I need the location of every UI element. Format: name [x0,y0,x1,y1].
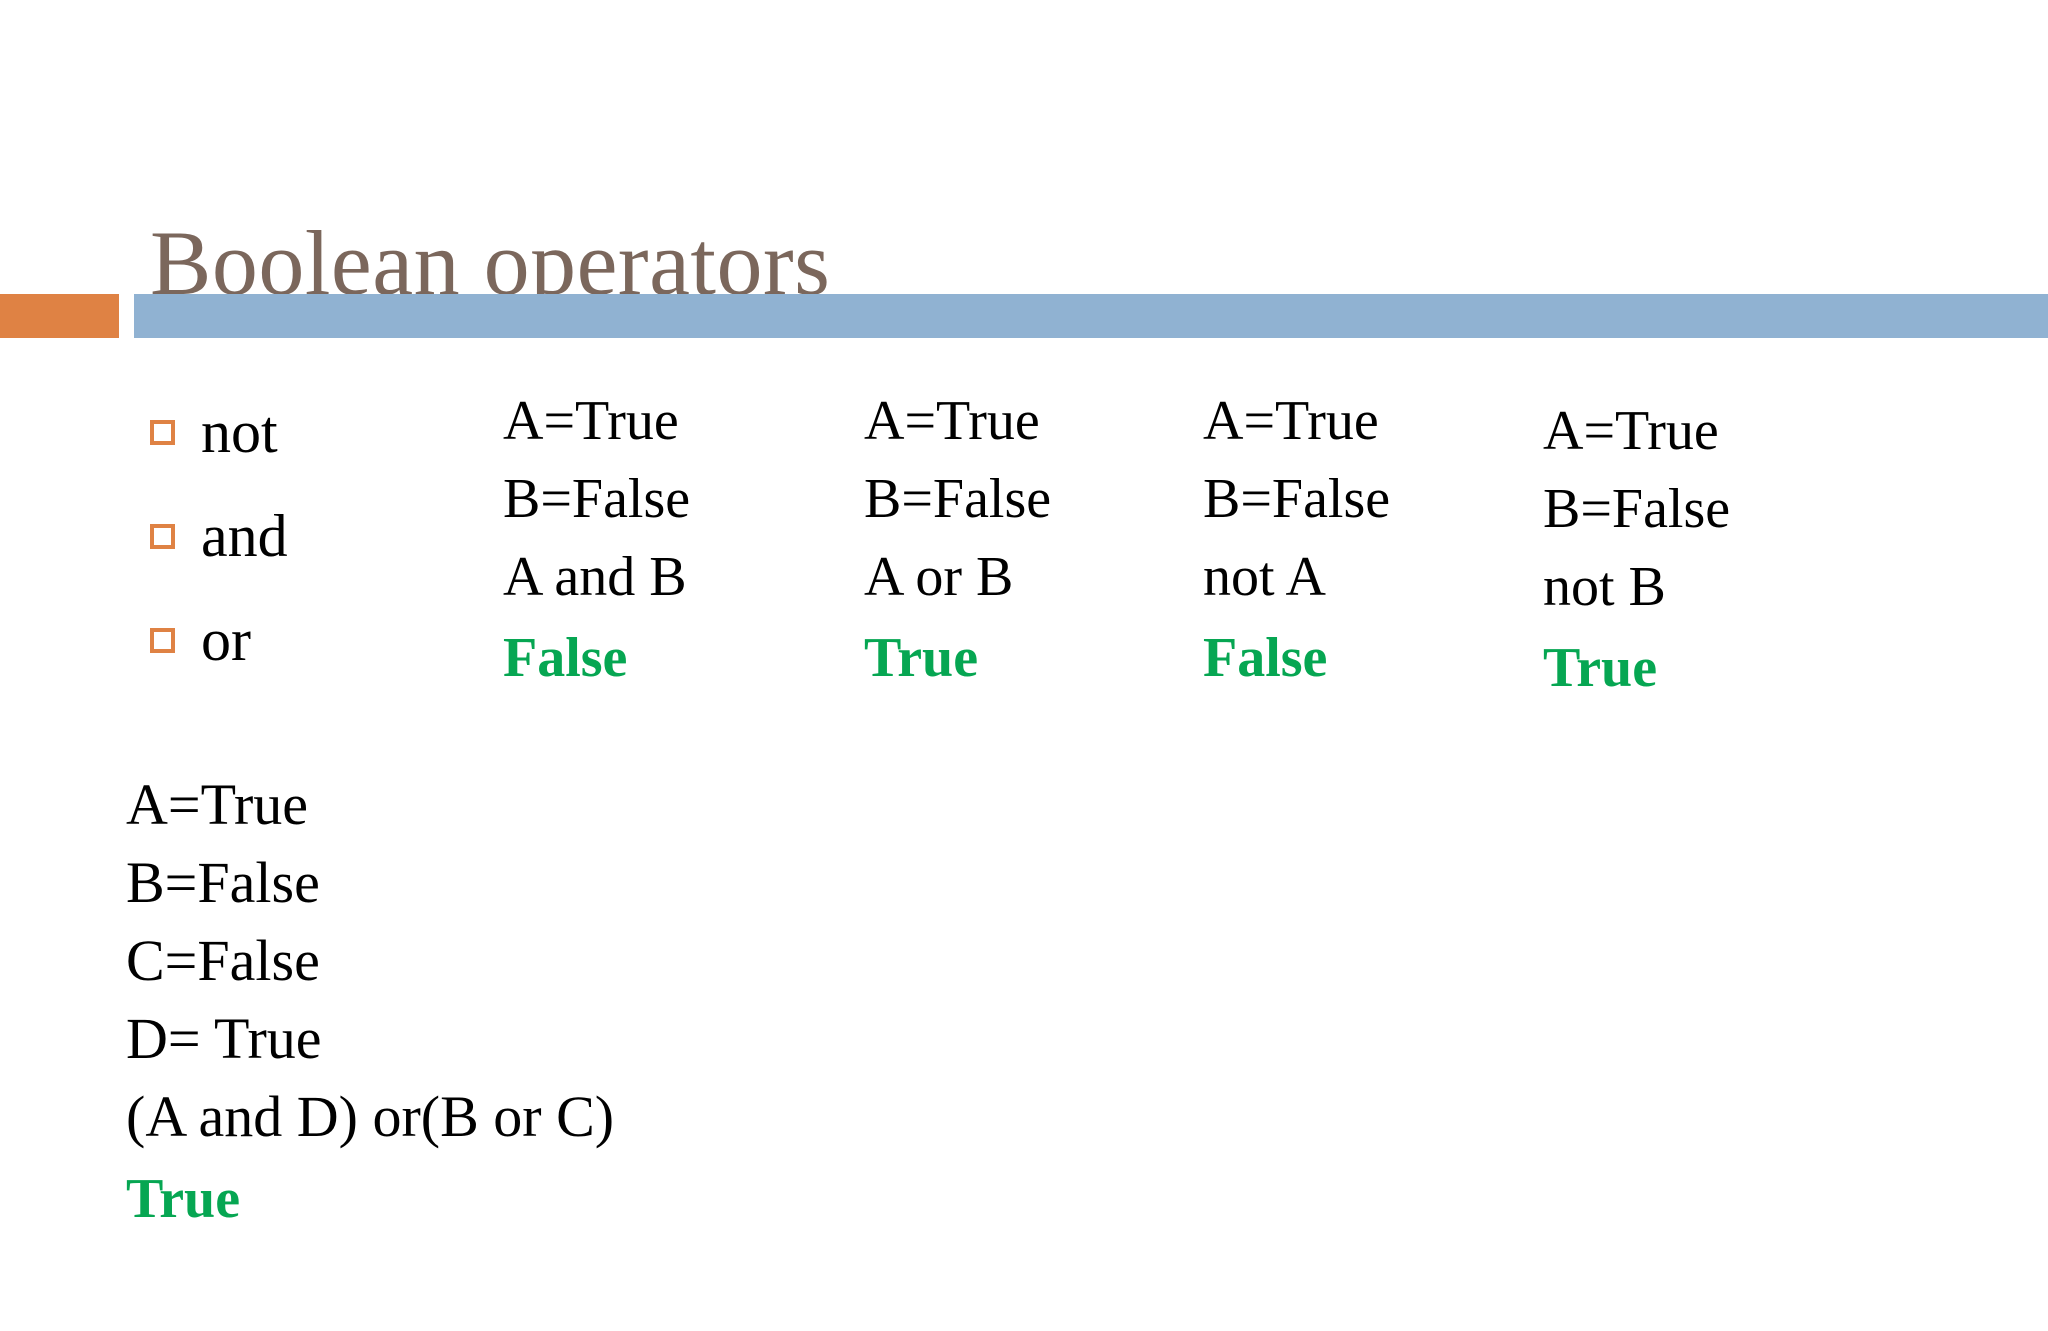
expression-line: A=True [1203,390,1379,452]
expression-line: B=False [1203,468,1391,530]
expression-line: B=False [503,468,691,530]
expression-line: A=True [126,772,309,837]
expression-result: False [503,627,628,689]
expression-result: True [1543,637,1658,699]
square-bullet-icon [150,419,175,445]
operator-bullet-list: not and or [150,380,450,692]
expression-line: not A [1203,546,1326,608]
expression-line: A=True [503,390,679,452]
operator-label-and: and [201,503,288,569]
expression-result: True [126,1168,241,1230]
operator-label-or: or [201,607,251,673]
title-accent-bar [0,294,119,338]
expression-line: C=False [126,928,320,993]
expression-line: A=True [1543,400,1719,462]
compound-example-block: A=True B=False C=False D= True (A and D)… [126,766,614,1242]
example-block-and: A=True B=False A and B False [503,382,690,700]
expression-line: (A and D) or(B or C) [126,1084,615,1149]
square-bullet-icon [150,627,175,653]
example-block-not-b: A=True B=False not B True [1543,392,1730,710]
expression-line: B=False [864,468,1052,530]
expression-line: A or B [864,546,1014,608]
list-item: not [150,380,450,484]
list-item: or [150,588,450,692]
title-divider-bar [134,294,2048,338]
list-item: and [150,484,450,588]
expression-line: D= True [126,1006,322,1071]
expression-line: A=True [864,390,1040,452]
expression-result: False [1203,627,1328,689]
expression-line: A and B [503,546,687,608]
example-block-or: A=True B=False A or B True [864,382,1051,700]
square-bullet-icon [150,523,175,549]
expression-line: B=False [1543,478,1731,540]
expression-result: True [864,627,979,689]
expression-line: not B [1543,556,1666,618]
operator-label-not: not [201,399,278,465]
example-block-not-a: A=True B=False not A False [1203,382,1390,700]
expression-line: B=False [126,850,320,915]
